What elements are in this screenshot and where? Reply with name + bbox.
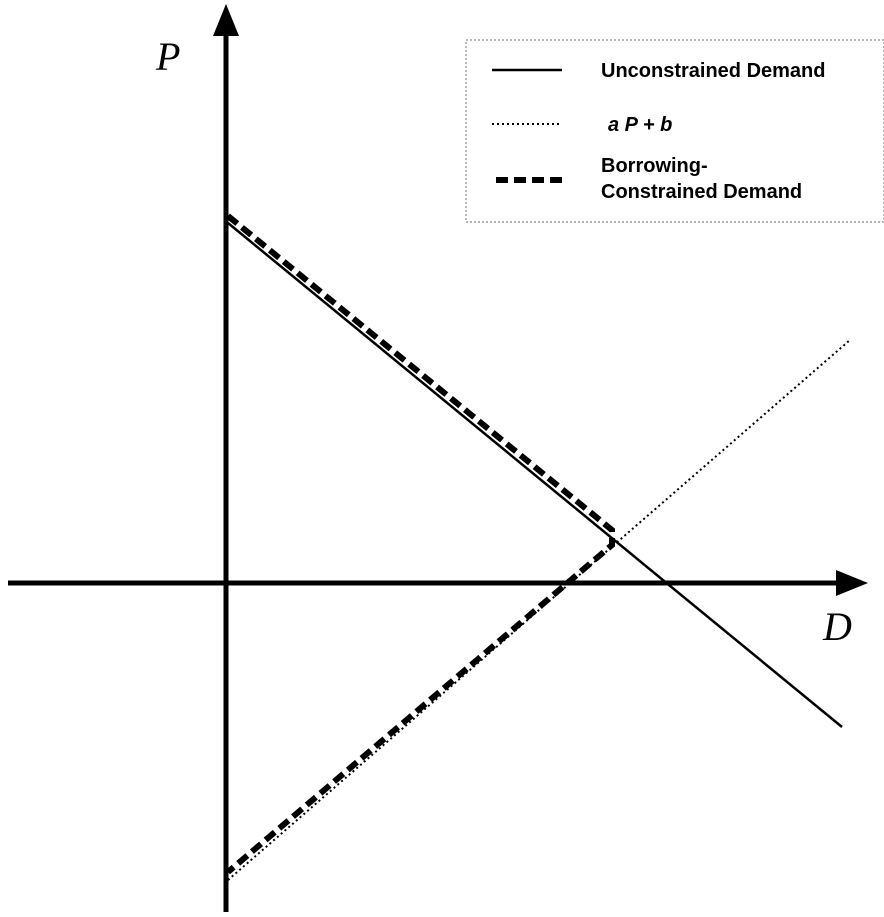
legend-item-unconstrained: Unconstrained Demand xyxy=(492,60,825,82)
y-axis-arrowhead xyxy=(213,4,239,36)
legend-label-unconstrained: Unconstrained Demand xyxy=(601,60,825,82)
x-axis-arrowhead xyxy=(836,570,868,596)
legend-label-ap-plus-b: a P + b xyxy=(608,114,672,136)
borrowing-constrained-demand-line xyxy=(226,213,615,875)
legend-label-borrowing-line1: Borrowing- xyxy=(601,155,708,177)
y-axis-label: P xyxy=(155,34,180,79)
ap-plus-b-line xyxy=(227,339,851,881)
legend-label-borrowing-line2: Constrained Demand xyxy=(601,181,802,203)
unconstrained-demand-line xyxy=(227,222,843,728)
legend-item-ap-plus-b: a P + b xyxy=(492,114,672,136)
axes xyxy=(8,4,868,912)
curves xyxy=(226,213,851,881)
x-axis-label: D xyxy=(822,604,852,649)
legend-item-borrowing-constrained: Borrowing- Constrained Demand xyxy=(496,155,802,203)
legend: Unconstrained Demand a P + b Borrowing- … xyxy=(465,39,884,223)
